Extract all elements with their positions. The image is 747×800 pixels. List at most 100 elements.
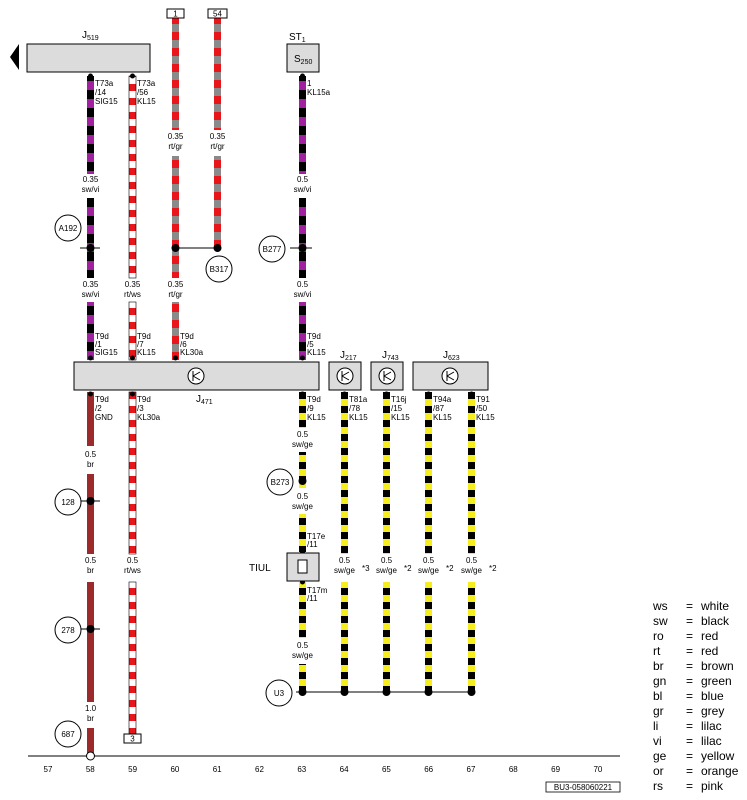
column-number: 60 — [170, 765, 179, 774]
node-a192 — [54, 214, 82, 242]
node-circles: A192 B317 B277 B273 128 278 687 U3 — [54, 214, 294, 748]
wire-58-br-1 — [87, 392, 94, 446]
legend-eq: = — [686, 644, 693, 658]
node-278 — [54, 616, 82, 644]
legend-name: red — [701, 629, 718, 643]
footer-code-box — [545, 781, 621, 793]
node-b277 — [258, 235, 286, 263]
box-54-label: 54 — [213, 10, 222, 19]
box-54 — [207, 8, 228, 19]
wire-67-swge-2 — [468, 582, 475, 692]
st1-label: ST1 — [289, 32, 306, 44]
legend-abbr: rt — [653, 644, 661, 658]
node-687 — [54, 720, 82, 748]
dot-65-u3 — [382, 688, 391, 696]
j519-arrow — [10, 44, 19, 70]
wire-58-swvi-upper — [87, 76, 94, 174]
legend-eq: = — [686, 734, 693, 748]
wire-58-swvi-mid — [87, 198, 94, 278]
wire-63-swge-2 — [299, 452, 306, 488]
legend-name: lilac — [701, 719, 722, 733]
legend-eq: = — [686, 629, 693, 643]
dot-j471-58-top — [88, 355, 93, 361]
legend-eq: = — [686, 689, 693, 703]
legend-abbr: br — [653, 659, 664, 673]
connector-lines — [28, 247, 620, 757]
legend-eq: = — [686, 599, 693, 613]
legend-abbr: ro — [653, 629, 664, 643]
dot-j519-59 — [130, 73, 135, 79]
footer-code: BU3-058060221 — [554, 783, 613, 792]
dot-j217-64 — [342, 391, 347, 397]
color-legend: ws=whitesw=blackro=redrt=redbr=browngn=g… — [652, 599, 739, 793]
legend-name: grey — [701, 704, 724, 718]
j623-label: J623 — [443, 350, 460, 362]
column-number: 65 — [382, 765, 391, 774]
wire-59-rtws-b2 — [128, 581, 137, 735]
legend-name: brown — [701, 659, 734, 673]
legend-name: yellow — [701, 749, 735, 763]
dot-63-b277 — [298, 244, 307, 252]
tiul-label: TIUL — [249, 563, 271, 574]
dot-j519-58 — [88, 73, 93, 79]
node-278-label: 278 — [61, 626, 75, 635]
dot-58-128 — [86, 497, 95, 505]
wire-63-swge-4 — [299, 582, 306, 638]
column-number: 66 — [424, 765, 433, 774]
column-number: 68 — [509, 765, 518, 774]
wire-65-swge-1 — [383, 392, 390, 554]
dot-63-u3 — [298, 688, 307, 696]
column-number: 69 — [551, 765, 560, 774]
legend-eq: = — [686, 749, 693, 763]
wire-61-rtgr-upper — [214, 18, 221, 130]
legend-abbr: or — [653, 764, 664, 778]
column-number: 64 — [340, 765, 349, 774]
legend-abbr: gn — [653, 674, 666, 688]
wire-61-rtgr-lower — [214, 156, 221, 248]
note-66: *2 — [446, 564, 454, 573]
dot-j623-67 — [469, 391, 474, 397]
j519-label: J519 — [82, 30, 99, 42]
node-b273 — [266, 468, 294, 496]
column-number: 58 — [86, 765, 95, 774]
legend-eq: = — [686, 779, 693, 793]
j217-label: J217 — [340, 350, 357, 362]
wire-67-swge-1 — [468, 392, 475, 554]
dot-64-u3 — [340, 688, 349, 696]
legend-eq: = — [686, 719, 693, 733]
dot-66-u3 — [424, 688, 433, 696]
legend-name: orange — [701, 764, 739, 778]
node-u3-label: U3 — [274, 689, 285, 698]
wire-59-rtws-upper — [128, 75, 137, 279]
node-b317-label: B317 — [210, 265, 229, 274]
node-a192-label: A192 — [59, 224, 78, 233]
wire-59-rtws-b1 — [128, 391, 137, 555]
column-number: 62 — [255, 765, 264, 774]
j623-box — [412, 361, 489, 391]
s250-label: S250 — [294, 54, 312, 66]
node-128 — [54, 488, 82, 516]
